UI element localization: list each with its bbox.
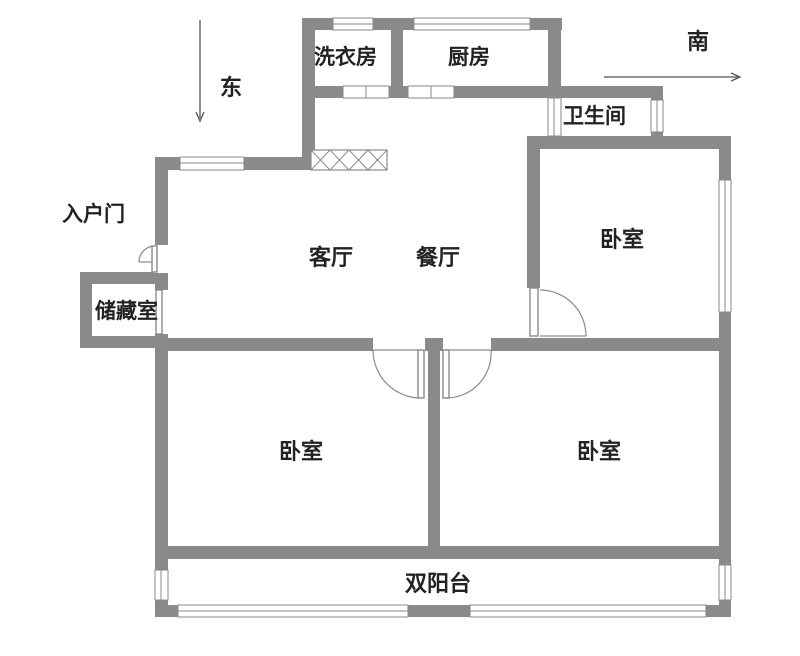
wall-storage-left <box>80 272 92 348</box>
wall-bath-top <box>548 86 663 98</box>
window-bath-east <box>650 99 664 133</box>
wall-laundry-left <box>302 18 315 158</box>
entrance-door-label: 入户门 <box>62 202 125 226</box>
door-bedroom-2 <box>372 337 425 399</box>
door-storage <box>154 289 169 335</box>
compass-east-arrow <box>195 20 205 123</box>
room-label-kitchen: 厨房 <box>448 45 490 69</box>
compass-south-label: 南 <box>687 30 710 55</box>
compass-south-arrow <box>604 72 742 82</box>
window-kitchen-top <box>413 17 531 31</box>
wall-storage-bottom <box>80 336 168 348</box>
room-label-balcony: 双阳台 <box>405 572 472 597</box>
window-living-top <box>179 156 245 171</box>
door-laundry <box>342 85 390 99</box>
window-laundry-top <box>332 17 374 31</box>
wall-bedrooms-divider <box>428 338 440 556</box>
room-label-bedroom-3: 卧室 <box>577 440 622 465</box>
room-label-dining-room: 餐厅 <box>416 246 461 271</box>
room-label-storage: 储藏室 <box>95 299 158 323</box>
door-bedroom-3 <box>442 337 492 399</box>
wall-storage-top <box>80 272 168 284</box>
room-label-bedroom-1: 卧室 <box>600 228 645 253</box>
window-balcony-bottom-right <box>469 604 707 618</box>
window-balcony-left <box>154 569 169 601</box>
room-label-laundry: 洗衣房 <box>314 45 377 69</box>
wall-kitchen-right <box>548 18 561 98</box>
door-entrance <box>138 245 169 273</box>
room-label-living-room: 客厅 <box>309 246 354 271</box>
room-label-bathroom: 卫生间 <box>563 104 626 128</box>
wall-bedroom-top <box>527 136 731 149</box>
compass-east-label: 东 <box>220 76 243 101</box>
door-bedroom-1 <box>527 287 587 338</box>
window-balcony-right <box>718 564 732 601</box>
door-bathroom <box>547 97 562 137</box>
room-label-bedroom-2: 卧室 <box>279 440 324 465</box>
wall-laundry-kitchen-divider <box>391 18 403 98</box>
kitchen-cabinet <box>310 149 388 171</box>
door-kitchen <box>407 85 455 99</box>
window-bedroom-east <box>718 179 732 313</box>
window-balcony-bottom-left <box>177 604 409 618</box>
wall-balcony-top <box>155 546 731 559</box>
